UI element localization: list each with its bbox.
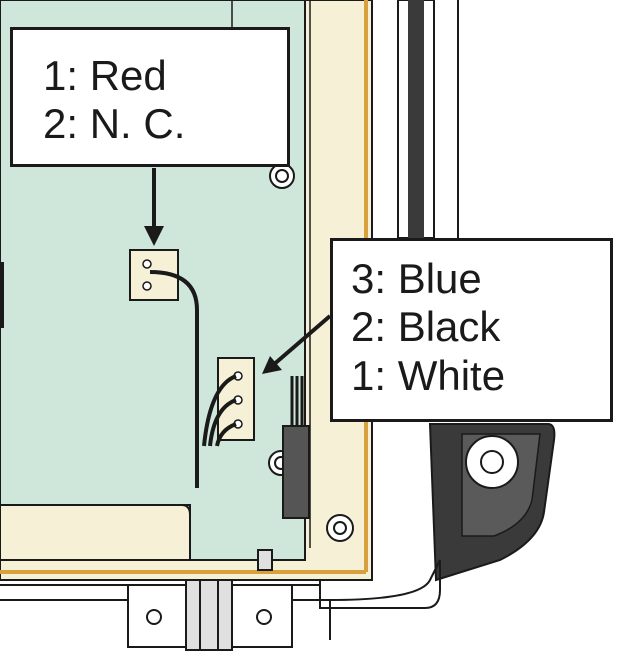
screw-icon: [326, 514, 354, 542]
callout-three-pin-connector: 3: Blue 2: Black 1: White: [330, 238, 613, 422]
callout-line: 3: Blue: [351, 255, 482, 302]
wire-2: [208, 398, 237, 447]
hinge-barrel: [185, 579, 233, 651]
cabinet-base: [319, 560, 441, 609]
callout-line: 1: White: [351, 351, 506, 399]
hinge-hole: [256, 609, 272, 625]
board-lower-panel: [0, 504, 191, 561]
wire-3: [202, 374, 237, 447]
callout-right-arrow-line: [270, 314, 332, 368]
board-edge-component: [0, 262, 4, 328]
arrow-down-icon: [144, 226, 164, 246]
side-rail-inner: [408, 0, 424, 238]
wire-1: [215, 422, 237, 447]
ferrite-core: [282, 425, 310, 519]
screw-icon: [269, 163, 295, 189]
hinge-hole: [146, 609, 162, 625]
callout-two-pin-connector: 1: Red 2: N. C.: [10, 27, 290, 167]
arrow-left-icon: [262, 356, 282, 374]
red-wire: [149, 270, 199, 488]
callout-line: 2: Black: [351, 303, 501, 351]
cabinet-outline: [0, 559, 441, 640]
callout-line: 1: Red: [43, 52, 167, 99]
hinge-pin: [257, 549, 273, 571]
screw-icon: [465, 435, 519, 489]
connector-pin: [142, 281, 152, 291]
callout-line: 2: N. C.: [43, 100, 186, 148]
connector-pin: [142, 259, 152, 269]
